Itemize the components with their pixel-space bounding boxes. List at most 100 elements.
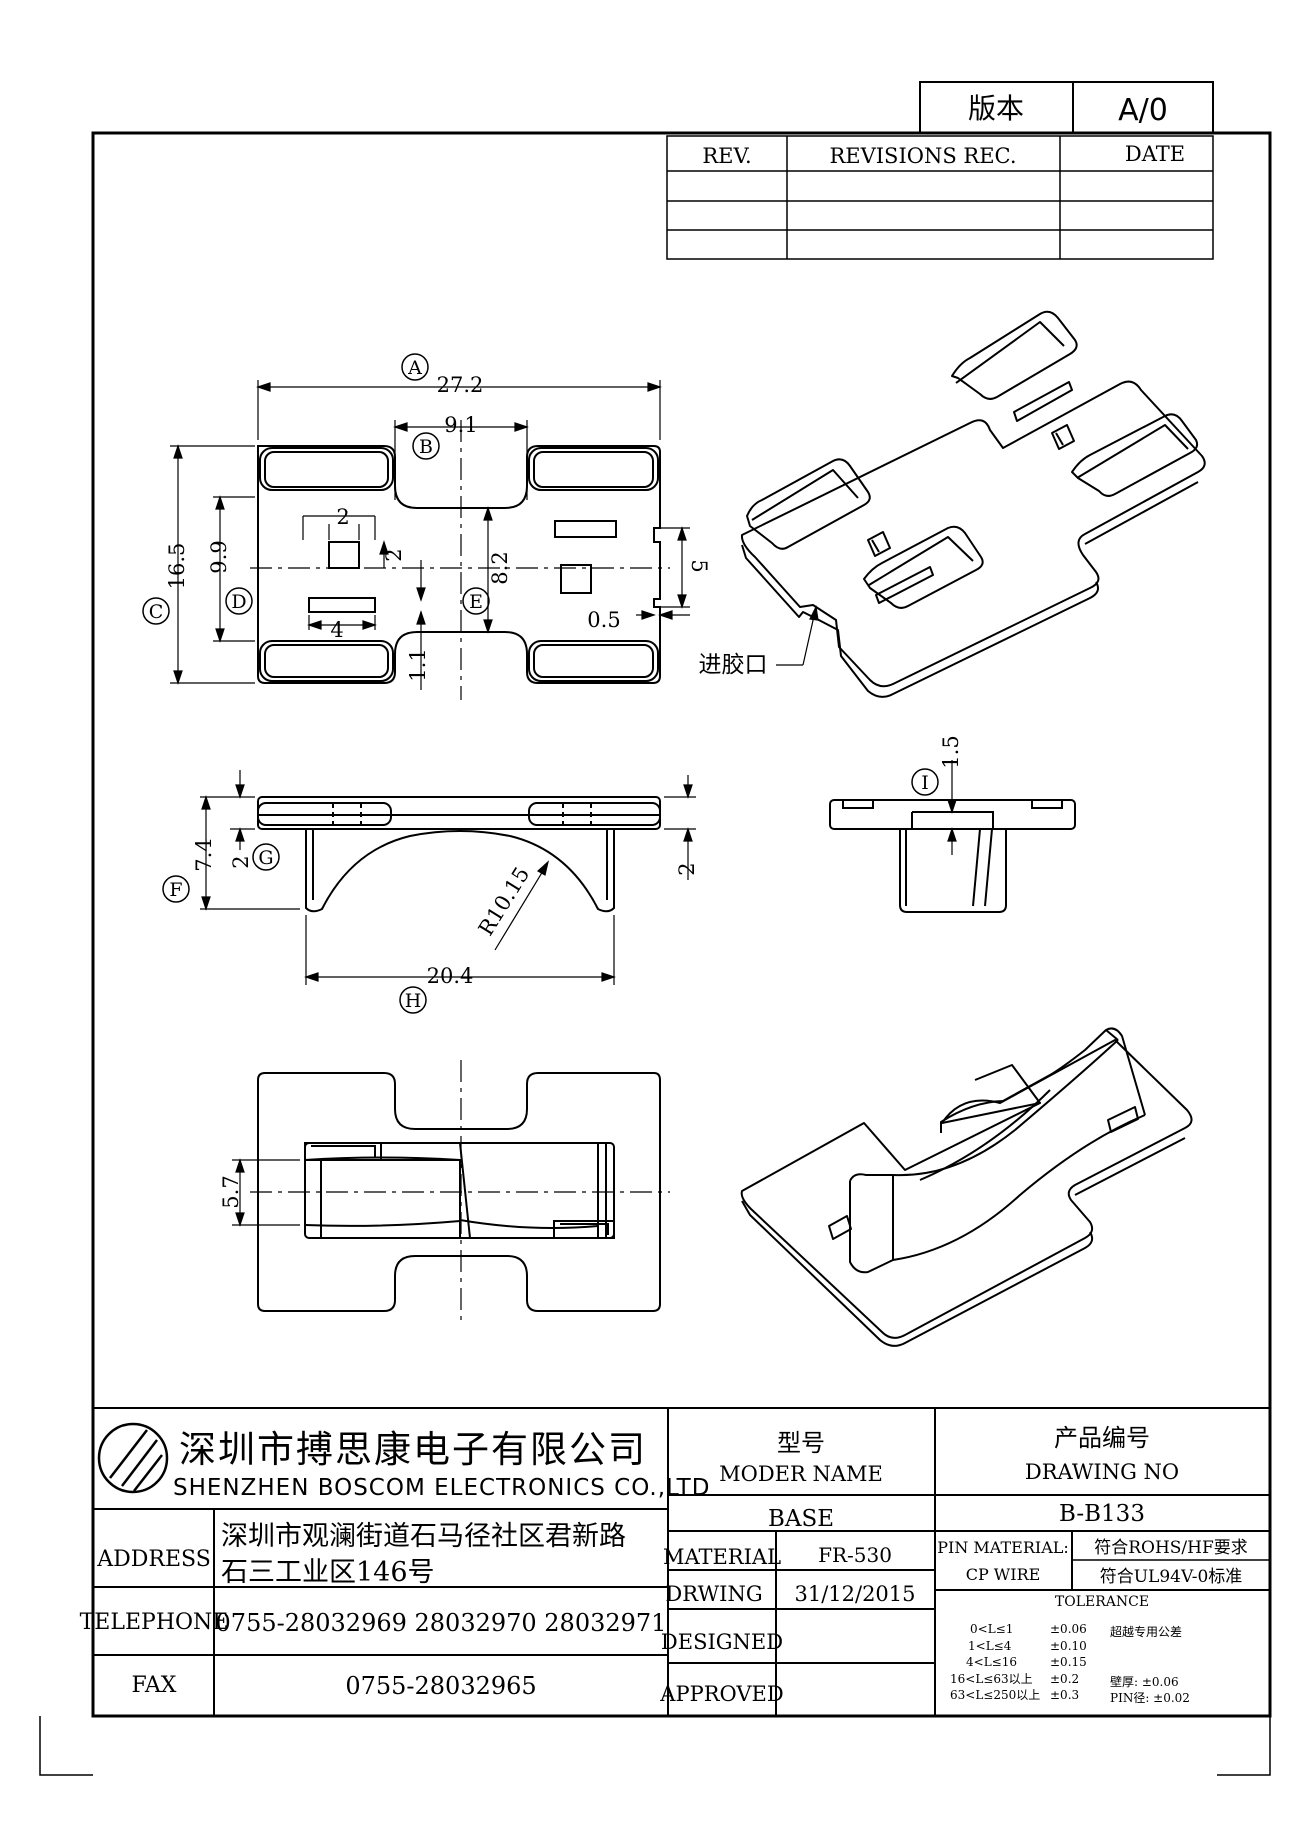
- approved-label: APPROVED: [659, 1682, 783, 1706]
- dim-height-1-1: 1.1: [406, 648, 430, 681]
- bottom-view-centerlines: [250, 1060, 670, 1320]
- callout-b-letter: B: [419, 436, 433, 458]
- company-name-cn: 深圳市搏思康电子有限公司: [179, 1428, 647, 1471]
- fax-value: 0755-28032965: [345, 1672, 536, 1700]
- callout-c: [142, 597, 170, 625]
- tolerance-table: 0<L≤1 ±0.06 1<L≤4 ±0.10 4<L≤16 ±0.15 16<…: [950, 1622, 1190, 1705]
- fax-label: FAX: [132, 1673, 177, 1698]
- dim-f-value: 7.4: [192, 838, 216, 871]
- date-header: DATE: [1125, 142, 1185, 166]
- isometric-top-view: [740, 310, 1206, 698]
- bottom-view-dimensions: [232, 1158, 300, 1227]
- drwing-label: DRWING: [665, 1582, 762, 1606]
- address-line-2: 石三工业区146号: [221, 1557, 435, 1588]
- wall-tolerance: 壁厚: ±0.06: [1110, 1674, 1179, 1689]
- address-line-1: 深圳市观澜街道石马径社区君新路: [221, 1521, 626, 1552]
- drawing-frame: [91, 131, 1272, 1718]
- dim-side-2: 2: [675, 862, 699, 875]
- isometric-bottom-view: [740, 1027, 1193, 1347]
- callout-g-letter: G: [258, 847, 273, 869]
- tolerance-title: TOLERANCE: [1055, 1594, 1149, 1610]
- side-view: [829, 799, 1076, 913]
- drawing-label-cn: 产品编号: [1054, 1424, 1150, 1452]
- pin-tolerance: PIN径: ±0.02: [1110, 1691, 1190, 1705]
- callout-g: [252, 843, 280, 871]
- dim-g-value: 2: [229, 855, 253, 868]
- tolerance-range: 1<L≤4: [968, 1639, 1012, 1653]
- top-view-centerlines: [250, 420, 670, 700]
- front-view-dimensions: [200, 770, 696, 985]
- callout-a-letter: A: [407, 357, 422, 379]
- dim-height-2: 2: [382, 548, 406, 561]
- model-label-cn: 型号: [777, 1429, 825, 1457]
- callout-e: [462, 587, 490, 615]
- dim-d-value: 9.9: [207, 540, 231, 573]
- address-label: ADDRESS: [96, 1547, 211, 1572]
- dim-bottom-value: 5.7: [219, 1175, 243, 1208]
- callout-h-letter: H: [405, 990, 422, 1012]
- drawing-number-value: B-B133: [1059, 1501, 1145, 1527]
- callout-f: [162, 875, 190, 903]
- version-label: 版本: [968, 92, 1024, 125]
- dim-i-value: 1.5: [939, 735, 963, 768]
- side-view-dimensions: [947, 760, 957, 855]
- tolerance-range: 63<L≤250以上: [950, 1688, 1040, 1702]
- callout-e-letter: E: [469, 591, 483, 613]
- gate-label: 进胶口: [699, 652, 768, 678]
- top-view: [257, 445, 661, 684]
- designed-label: DESIGNED: [661, 1630, 783, 1654]
- callout-i-letter: I: [921, 772, 929, 794]
- company-name-en: SHENZHEN BOSCOM ELECTRONICS CO.,LTD: [173, 1475, 710, 1501]
- callout-a: [401, 353, 429, 381]
- rev-header: REV.: [702, 144, 751, 168]
- material-value: FR-530: [818, 1543, 892, 1567]
- dim-width-2: 2: [336, 505, 349, 529]
- bottom-view: [257, 1072, 661, 1312]
- callout-b: [412, 432, 440, 460]
- dim-e-value: 8.2: [488, 551, 512, 584]
- tolerance-value: ±0.15: [1050, 1655, 1087, 1669]
- front-view-labels: 7.4 F 2 G 2 R10.15 20.4 H: [162, 838, 699, 1014]
- ul-statement: 符合UL94V-0标准: [1100, 1567, 1243, 1587]
- title-block-grid: [93, 1407, 1270, 1716]
- material-label: MATERIAL: [663, 1545, 781, 1569]
- company-logo: [97, 1422, 169, 1494]
- drwing-value: 31/12/2015: [794, 1582, 915, 1606]
- dim-h-value: 20.4: [427, 964, 474, 988]
- tolerance-range: 0<L≤1: [970, 1622, 1013, 1636]
- tolerance-range: 4<L≤16: [966, 1655, 1017, 1669]
- version-box: 版本 A/0: [919, 81, 1214, 134]
- dim-b-value: 9.1: [444, 413, 477, 437]
- callout-f-letter: F: [169, 879, 182, 901]
- dim-a-value: 27.2: [437, 373, 484, 397]
- model-value: BASE: [768, 1506, 834, 1532]
- dim-width-4: 4: [330, 618, 343, 642]
- tolerance-value: ±0.06: [1050, 1622, 1087, 1636]
- crop-marks: [39, 1716, 1271, 1776]
- top-view-dimensions: [170, 380, 690, 690]
- dim-thickness-0-5: 0.5: [587, 608, 620, 632]
- rohs-statement: 符合ROHS/HF要求: [1094, 1538, 1248, 1558]
- front-view: [257, 796, 661, 913]
- revisions-rec-header: REVISIONS REC.: [829, 144, 1016, 168]
- telephone-label: TELEPHONE: [80, 1610, 229, 1635]
- callout-c-letter: C: [149, 601, 164, 623]
- callout-d: [225, 587, 253, 615]
- callout-i: [911, 768, 939, 796]
- tolerance-value: ±0.2: [1050, 1672, 1079, 1686]
- version-value: A/0: [1118, 93, 1168, 128]
- side-view-labels: I 1.5: [911, 735, 963, 796]
- gate-leader: [776, 605, 819, 666]
- drawing-label-en: DRAWING NO: [1025, 1460, 1179, 1484]
- callout-h: [399, 986, 427, 1014]
- model-label-en: MODER NAME: [719, 1462, 883, 1486]
- tolerance-range: 16<L≤63以上: [950, 1672, 1033, 1686]
- top-view-labels: A 27.2 9.1 B C 16.5 9.9 D 8.2 E 2 2 4 1.…: [142, 353, 711, 682]
- telephone-value: 0755-28032969 28032970 28032971: [216, 1609, 667, 1637]
- tolerance-value: ±0.3: [1050, 1688, 1079, 1702]
- pin-material-label: PIN MATERIAL:: [937, 1538, 1069, 1557]
- dim-c-value: 16.5: [165, 543, 189, 590]
- callout-d-letter: D: [231, 591, 246, 613]
